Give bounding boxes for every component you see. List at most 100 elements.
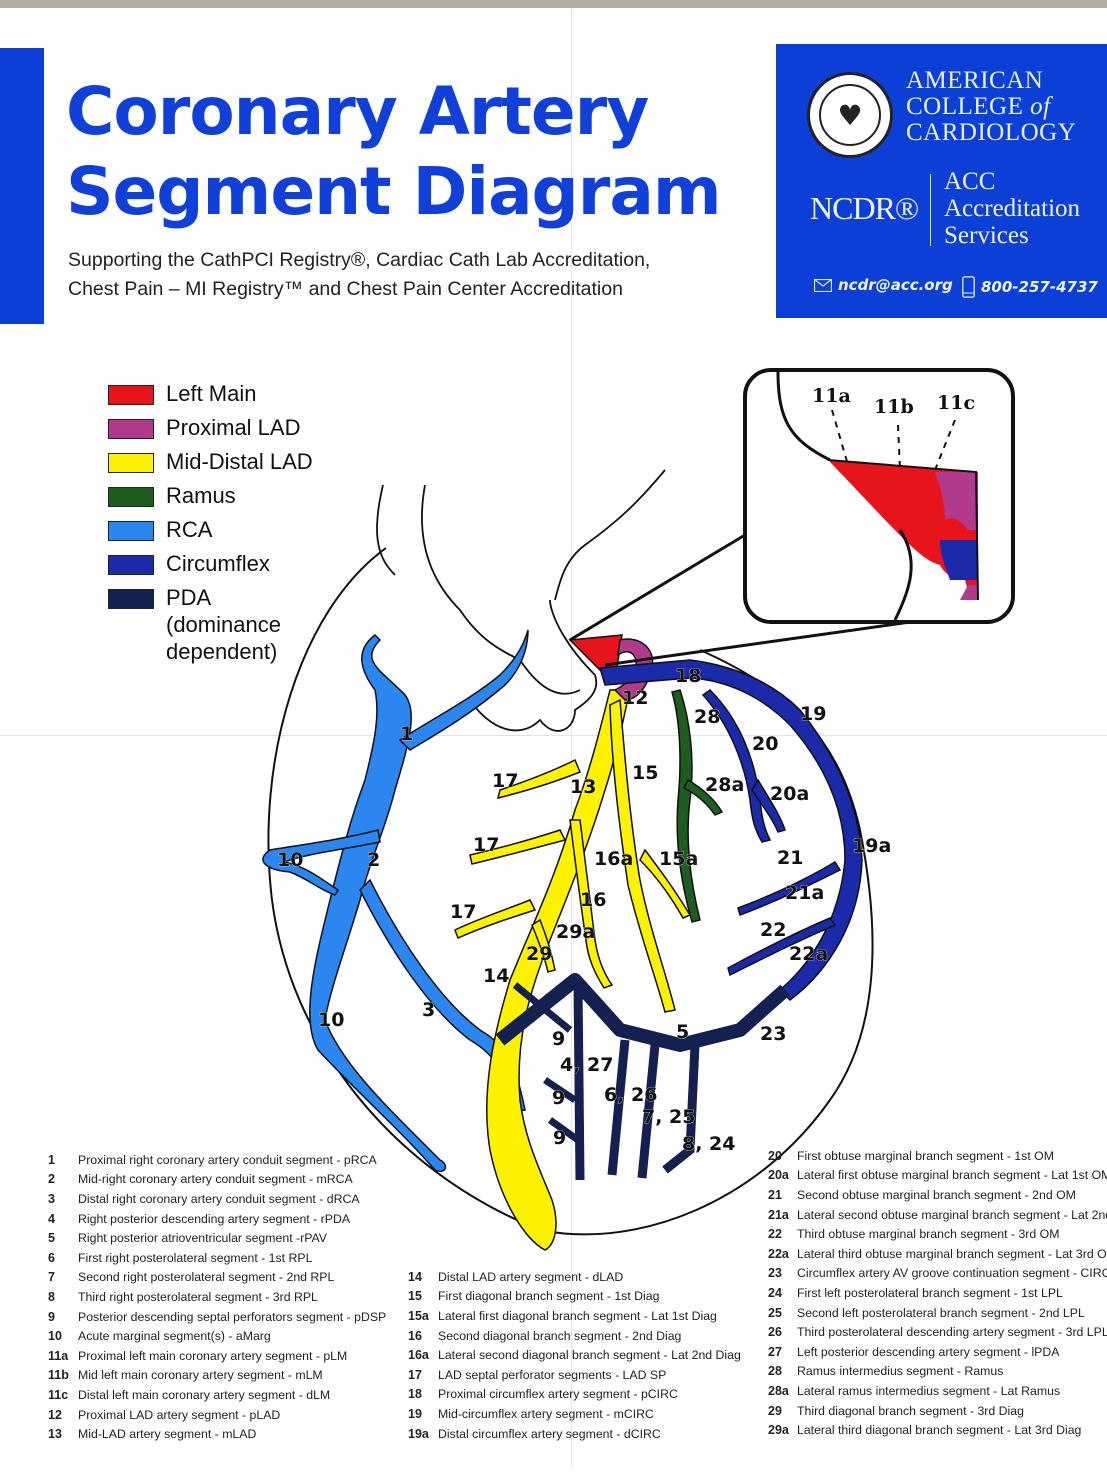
segment-label-18: 18 [675,665,701,687]
conus-branch [398,629,529,751]
segment-label-22a: 22a [789,943,828,965]
envelope-icon [814,278,832,292]
segment-label-20a: 20a [770,783,809,805]
pda-branch-8-24 [662,1044,700,1174]
segment-number: 9 [48,1309,55,1324]
pda-branch-4-27 [573,984,585,1181]
segment-description: Lateral first obtuse marginal branch seg… [797,1168,1107,1183]
segment-description: Second obtuse marginal branch segment - … [797,1187,1076,1202]
segment-description: Lateral second obtuse marginal branch se… [797,1207,1107,1222]
segment-description: Acute marginal segment(s) - aMarg [78,1329,271,1344]
accreditation-line-3: Services [944,222,1029,249]
fold-line-vertical [571,8,572,1468]
segment-description: Proximal LAD artery segment - pLAD [78,1407,281,1422]
legend-item-circumflex: Circumflex [108,550,316,584]
segment-label-15: 15 [632,762,658,784]
segment-number: 26 [768,1325,782,1340]
legend-label: RCA [166,517,213,542]
segment-label-15a: 15a [659,848,698,870]
phone-number[interactable]: 800-257-4737 [981,278,1098,296]
obtuse-marginal-3 [727,917,837,977]
septal-perforator-2 [469,829,567,865]
segment-description: Mid-LAD artery segment - mLAD [78,1427,257,1442]
segment-number: 19 [408,1406,422,1421]
segment-label-2: 2 [367,849,380,871]
segment-number: 3 [48,1191,55,1206]
inset-label-11c: 11c [937,392,975,414]
segment-description: Third diagonal branch segment - 3rd Diag [797,1403,1024,1418]
segment-label-9: 9 [552,1087,565,1109]
segment-label-10: 10 [277,849,303,871]
segment-number: 10 [48,1329,62,1344]
segment-label-19a: 19a [852,835,891,857]
logo-divider [930,174,931,246]
ramus-vessel [671,689,701,923]
segment-description: Second diagonal branch segment - 2nd Dia… [438,1328,682,1343]
segment-key-row: 18 Proximal circumflex artery segment - p… [408,1385,741,1405]
segment-description: Second left posterolateral branch segmen… [797,1305,1085,1320]
legend-swatch [108,555,154,575]
subtitle-line-2: Chest Pain – MI Registry™ and Chest Pain… [68,278,623,300]
segment-description: First obtuse marginal branch segment - 1… [797,1148,1054,1163]
segment-number: 18 [408,1387,422,1402]
legend-label: Circumflex [166,551,270,576]
segment-description: Ramus intermedius segment - Ramus [797,1364,1004,1379]
pda-branch-7-25 [637,1044,660,1179]
segment-label-1: 1 [400,723,413,745]
segment-label-8-24: 8, 24 [682,1133,736,1155]
segment-number: 22a [768,1246,789,1261]
segment-label-19: 19 [800,703,826,725]
legend-swatch [108,419,154,439]
segment-description: Proximal circumflex artery segment - pCI… [438,1387,678,1402]
heart-icon: ♥ [819,84,881,146]
segment-number: 28 [768,1364,782,1379]
page-top-edge [0,0,1107,8]
segment-label-21a: 21a [785,882,824,904]
email-link[interactable]: ncdr@acc.org [838,276,953,294]
segment-description: Left posterior descending artery segment… [797,1344,1060,1359]
segment-key-row: 20a Lateral first obtuse marginal branch … [768,1166,1107,1186]
email-contact[interactable]: ncdr@acc.org [814,276,953,294]
segment-number: 4 [48,1211,55,1226]
segment-label-6-26: 6, 26 [604,1084,658,1106]
obtuse-marginal-1 [701,689,772,843]
org-name-line-1: AMERICAN [906,67,1044,94]
phone-contact[interactable]: 800-257-4737 [962,276,1098,298]
segment-number: 15a [408,1308,429,1323]
title-line-2: Segment Diagram [66,153,722,230]
segment-label-20: 20 [752,733,778,755]
legend-item-pda: PDA (dominance dependent) [108,584,316,674]
segment-label-17: 17 [473,834,499,856]
segment-key-row: 15a Lateral first diagonal branch segment… [408,1306,741,1326]
segment-label-4-27: 4, 27 [560,1054,614,1076]
segment-description: Lateral first diagonal branch segment - … [438,1308,717,1323]
acc-branding-panel: ♥ AMERICAN COLLEGE of CARDIOLOGY NCDR® A… [776,44,1107,318]
legend-label: PDA (dominance dependent) [166,585,281,664]
second-diagonal [569,819,614,989]
segment-number: 20a [768,1168,789,1183]
segment-description: Mid-circumflex artery segment - mCIRC [438,1406,654,1421]
segment-description: Lateral third obtuse marginal branch seg… [797,1246,1107,1261]
segment-number: 11a [48,1348,69,1363]
segment-number: 23 [768,1266,782,1281]
phone-icon [962,276,975,298]
legend-item-proximal-lad: Proximal LAD [108,414,316,448]
segment-description: Lateral second diagonal branch segment -… [438,1348,741,1363]
third-diagonal [531,918,556,973]
page-subtitle: Supporting the CathPCI Registry®, Cardia… [68,246,650,304]
segment-label-29: 29 [526,943,552,965]
